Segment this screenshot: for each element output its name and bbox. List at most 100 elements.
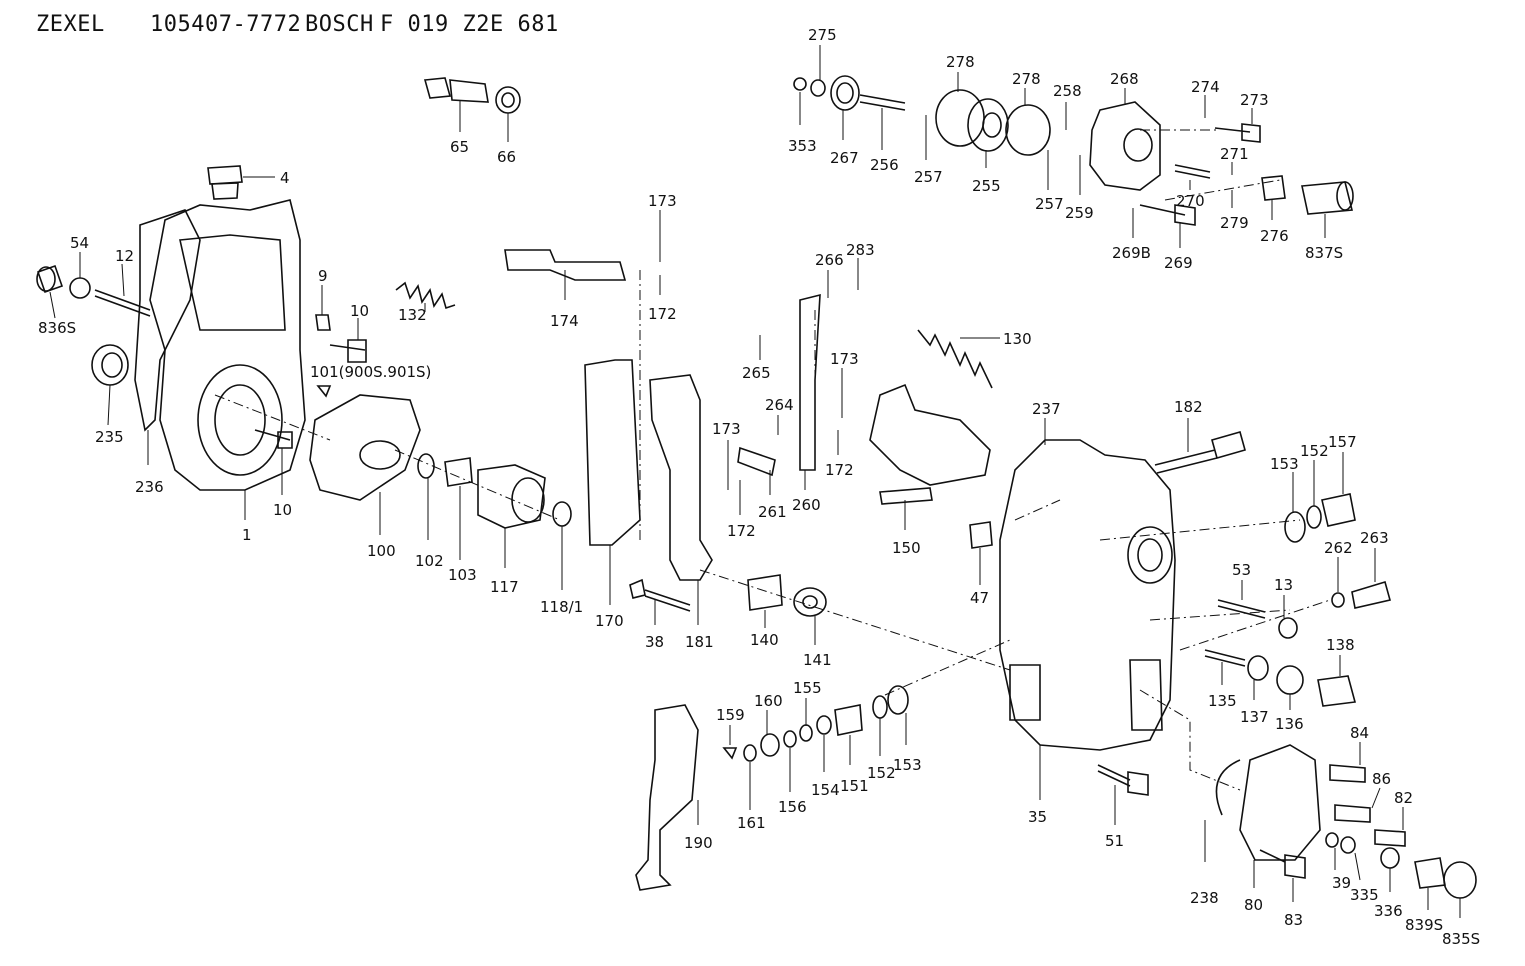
- label-66: 66: [497, 148, 516, 166]
- part-270-screw: [1174, 164, 1211, 179]
- label-53: 53: [1232, 561, 1251, 579]
- part-190-lever: [635, 704, 699, 891]
- label-270: 270: [1176, 192, 1205, 210]
- part-153-circlip-b: [887, 685, 909, 715]
- label-172-mid: 172: [727, 522, 756, 540]
- part-138-cap: [1317, 675, 1357, 707]
- part-170-lever: [584, 359, 641, 546]
- part-255-diaphragm: [967, 98, 1009, 152]
- label-170: 170: [595, 612, 624, 630]
- label-54: 54: [70, 234, 89, 252]
- header-brand: BOSCH: [305, 12, 374, 37]
- label-256: 256: [870, 156, 899, 174]
- part-117-collar: [477, 464, 546, 529]
- part-160-bushing: [760, 733, 780, 757]
- part-135-screw: [1204, 649, 1246, 667]
- label-257-left: 257: [914, 168, 943, 186]
- part-261-plate: [737, 446, 776, 477]
- part-238-gasket: [1215, 759, 1241, 816]
- part-136-seal: [1276, 665, 1304, 695]
- part-268-cover: [1089, 101, 1161, 191]
- label-159: 159: [716, 706, 745, 724]
- label-132: 132: [398, 306, 427, 324]
- part-839s-nut: [1414, 857, 1446, 889]
- label-137: 137: [1240, 708, 1269, 726]
- label-275: 275: [808, 26, 837, 44]
- part-267-spring: [830, 75, 860, 111]
- label-255: 255: [972, 177, 1001, 195]
- assembly-axes: [214, 129, 1331, 791]
- part-836s-cap: [36, 264, 64, 294]
- part-278-ring-a: [935, 89, 985, 147]
- part-153-circlip-a: [1284, 511, 1306, 543]
- label-101: 101(900S.901S): [310, 363, 431, 381]
- label-263: 263: [1360, 529, 1389, 547]
- label-154: 154: [811, 781, 840, 799]
- label-258: 258: [1053, 82, 1082, 100]
- label-276: 276: [1260, 227, 1289, 245]
- label-190: 190: [684, 834, 713, 852]
- label-130: 130: [1003, 330, 1032, 348]
- label-140: 140: [750, 631, 779, 649]
- header-bosch-number: F 019 Z2E 681: [380, 12, 559, 37]
- part-174-bracket: [504, 249, 627, 281]
- part-156-washer: [783, 730, 797, 748]
- part-154-ring: [816, 715, 832, 735]
- label-259: 259: [1065, 204, 1094, 222]
- part-35-cover: [999, 439, 1176, 751]
- label-100: 100: [367, 542, 396, 560]
- part-182-bolt: [1154, 431, 1246, 474]
- label-9: 9: [318, 267, 328, 285]
- label-278-left: 278: [946, 53, 975, 71]
- part-65-fitting: [423, 77, 489, 103]
- part-86-screw: [1334, 804, 1371, 823]
- part-102-washer: [417, 453, 435, 479]
- part-335-washer: [1340, 836, 1356, 854]
- part-835s-cap: [1443, 861, 1477, 899]
- label-260: 260: [792, 496, 821, 514]
- part-130-spring: [917, 329, 993, 389]
- header-zexel-number: 105407-7772: [150, 12, 302, 37]
- label-152-right: 152: [1300, 442, 1329, 460]
- part-140-bushing: [747, 574, 783, 611]
- label-172-right: 172: [825, 461, 854, 479]
- part-256-rod: [859, 94, 906, 111]
- label-4: 4: [280, 169, 290, 187]
- part-336-nut: [1380, 847, 1400, 869]
- label-283: 283: [846, 241, 875, 259]
- label-151: 151: [840, 777, 869, 795]
- label-84: 84: [1350, 724, 1369, 742]
- label-269B: 269B: [1112, 244, 1151, 262]
- part-39-washer: [1325, 832, 1339, 848]
- part-152-oring-a: [1306, 505, 1322, 529]
- label-265: 265: [742, 364, 771, 382]
- label-267: 267: [830, 149, 859, 167]
- label-236: 236: [135, 478, 164, 496]
- label-156: 156: [778, 798, 807, 816]
- part-235-ring: [91, 344, 129, 386]
- part-4-plug: [207, 165, 243, 200]
- label-173-mid: 173: [712, 420, 741, 438]
- part-262-washer: [1331, 592, 1345, 608]
- part-161-washer: [743, 744, 757, 762]
- part-273-screw: [1214, 123, 1261, 143]
- label-261: 261: [758, 503, 787, 521]
- label-278-right: 278: [1012, 70, 1041, 88]
- label-837S: 837S: [1305, 244, 1343, 262]
- part-152-oring-b: [872, 695, 888, 719]
- part-151-shaft: [834, 704, 863, 736]
- label-141: 141: [803, 651, 832, 669]
- label-39: 39: [1332, 874, 1351, 892]
- label-13: 13: [1274, 576, 1293, 594]
- part-276-cap: [1261, 175, 1286, 201]
- part-38-screw: [629, 578, 691, 612]
- part-263-screw: [1351, 580, 1391, 609]
- part-159-key: [722, 747, 738, 760]
- label-274: 274: [1191, 78, 1220, 96]
- label-262: 262: [1324, 539, 1353, 557]
- part-837s-cap: [1301, 181, 1354, 215]
- part-141-nut: [793, 587, 827, 617]
- part-275-washer: [810, 79, 826, 97]
- part-84-screw: [1329, 764, 1366, 783]
